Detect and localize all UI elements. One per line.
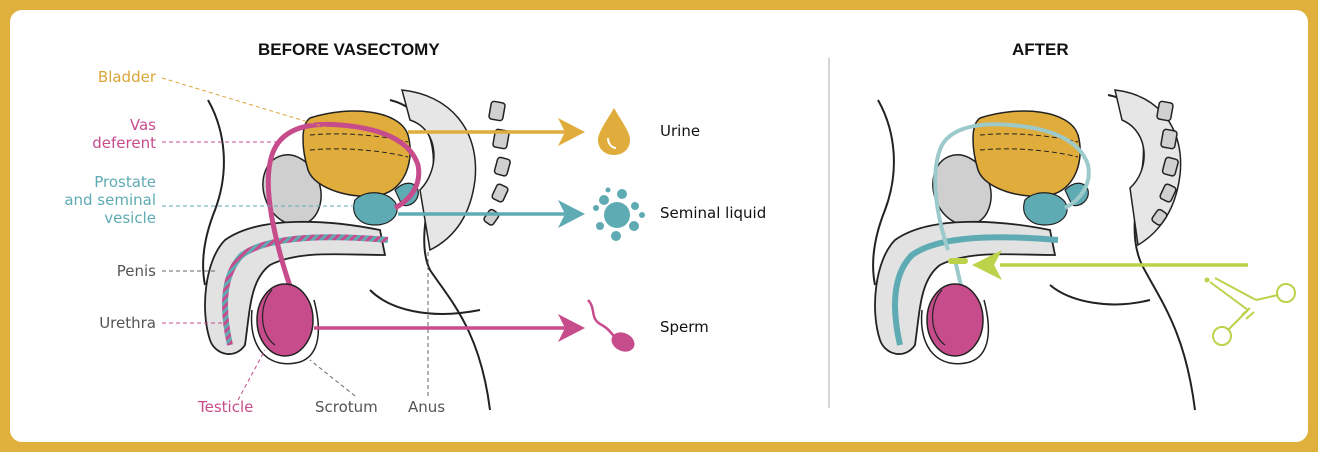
- after-anatomy: [873, 90, 1195, 410]
- diagram-card: BEFORE VASECTOMY AFTER Bladder Vas defer…: [10, 10, 1308, 442]
- cut-marker: [948, 258, 968, 264]
- sperm-arrow: [314, 314, 585, 342]
- splash-icon: [593, 188, 645, 242]
- sperm-icon: [588, 300, 638, 355]
- surgical-clamp-icon: [1206, 278, 1296, 345]
- before-anatomy: [203, 90, 511, 410]
- anatomy-illustration: [10, 10, 1308, 442]
